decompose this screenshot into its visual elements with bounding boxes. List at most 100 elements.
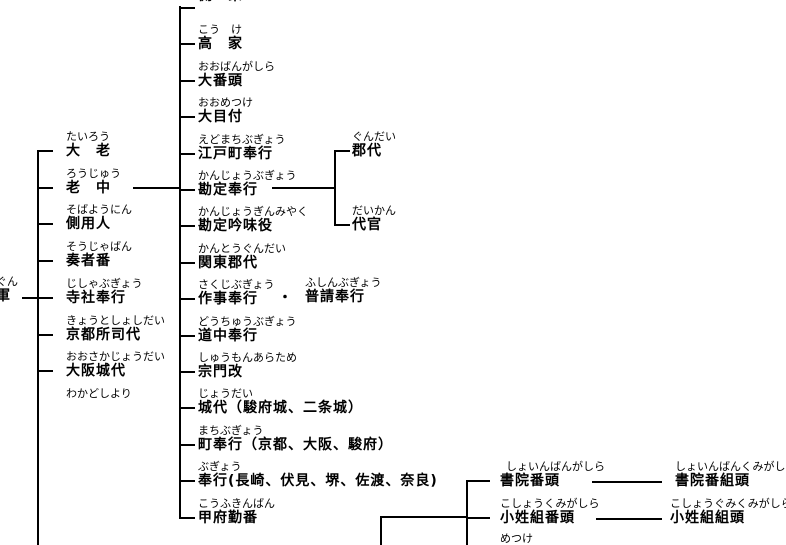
node-ruby: まちぶぎょう <box>198 423 264 437</box>
left_column-node: きょうとしょしだい京都所司代 <box>66 313 165 343</box>
node-label: 城代（駿府城、二条城） <box>198 400 363 417</box>
left_column-node: おおさかじょうだい大阪城代 <box>66 350 165 380</box>
node-ruby: かんじょうぶぎょう <box>198 169 297 182</box>
node-label: 町奉行（京都、大阪、駿府） <box>198 436 393 453</box>
roju_column-node: おおめつけ大目付 <box>198 97 253 126</box>
connector-line <box>37 370 53 373</box>
roju_column-node: かんじょうぶぎょう勘定奉行 <box>198 169 297 199</box>
node-label: 勘定吟味役 <box>198 218 273 235</box>
roju_column-node: 側 衆 <box>198 0 243 4</box>
roju_column-node: ぶぎょう奉行(長崎、伏見、堺、佐渡、奈良) <box>198 461 438 490</box>
separator-dot: ・ <box>278 290 293 306</box>
connector-line <box>179 43 195 46</box>
connector-line <box>466 480 490 482</box>
connector-line <box>37 223 53 226</box>
connector-line <box>179 261 195 264</box>
node-label: 側用人 <box>66 216 111 233</box>
node-ruby: そばようにん <box>66 203 132 217</box>
node-label: 勘定奉行 <box>198 182 258 198</box>
connector-line <box>179 7 195 9</box>
roju_column-node: おおばんがしら大番頭 <box>198 60 275 89</box>
roju_column-node: じょうだい城代（駿府城、二条城） <box>198 388 363 417</box>
node-ruby: ぐんだい <box>352 130 396 143</box>
node-label: 甲府勤番 <box>198 509 258 526</box>
node-ruby: たいろう <box>66 130 110 143</box>
node-ruby: かんとうぐんだい <box>198 241 286 255</box>
node-label: 側 衆 <box>198 0 243 4</box>
node-label: 小姓組番頭 <box>500 510 575 526</box>
node-label: 高 家 <box>198 36 243 53</box>
node-label: 大阪城代 <box>66 363 126 380</box>
node-gundai: ぐんだい 郡代 <box>352 130 396 160</box>
connector-line <box>592 481 662 483</box>
connector-line <box>596 518 662 520</box>
node-label: 書院番頭 <box>500 473 560 489</box>
connector-line <box>37 150 53 152</box>
node-ruby: ふしんぶぎょう <box>305 276 382 289</box>
roju_column-node: しゅうもんあらため宗門改 <box>198 352 297 381</box>
node-ruby: ぐん <box>0 275 18 288</box>
node-label: 宗門改 <box>198 364 243 380</box>
node-ruby: しょいんばんくみがしら <box>675 460 786 473</box>
connector-line <box>179 443 195 446</box>
roju_column-node: さくじぶぎょう作事奉行 <box>198 278 275 308</box>
node-ruby: こしょうぐみくみがしら <box>670 497 786 510</box>
connector-line <box>179 516 195 519</box>
node-label: 大 老 <box>66 143 111 159</box>
node-label: 郡代 <box>352 143 382 159</box>
node-label: 関東郡代 <box>198 254 258 271</box>
connector-line <box>37 186 53 189</box>
roju_column-node: こうふきんばん甲府勤番 <box>198 496 275 526</box>
connector-line <box>179 407 195 410</box>
node-ruby: めつけ <box>500 532 533 545</box>
node-kosho-gumi-bangashira: こしょうくみがしら 小姓組番頭 <box>500 497 600 527</box>
connector-line <box>179 225 195 228</box>
node-label: 寺社奉行 <box>66 289 126 306</box>
roju_column-node: かんじょうぎんみやく勘定吟味役 <box>198 205 308 235</box>
node-label: 普請奉行 <box>305 289 365 305</box>
node-ruby: どうちゅうぶぎょう <box>198 314 297 328</box>
connector-line <box>272 187 336 189</box>
node-label: 道中奉行 <box>198 327 258 344</box>
connector-line <box>37 150 39 545</box>
node-ruby: だいかん <box>352 204 396 217</box>
roju_column-node: まちぶぎょう町奉行（京都、大阪、駿府） <box>198 423 393 453</box>
node-ruby: かんじょうぎんみやく <box>198 205 308 219</box>
connector-line <box>179 298 195 301</box>
left_column-node: ろうじゅう老 中 <box>66 166 121 196</box>
connector-line <box>380 516 382 545</box>
node-label: 奉行(長崎、伏見、堺、佐渡、奈良) <box>198 473 438 490</box>
node-ruby: きょうとしょしだい <box>66 313 165 327</box>
connector-line <box>334 150 336 226</box>
node-ruby: こう け <box>198 23 242 37</box>
connector-line <box>179 79 195 82</box>
node-ruby: おおさかじょうだい <box>66 350 165 364</box>
connector-line <box>179 189 195 191</box>
node-metsuke: めつけ <box>500 533 533 545</box>
node-kosho-gumi-kumigashira: こしょうぐみくみがしら 小姓組組頭 <box>670 497 786 527</box>
node-fushin-bugyo: ふしんぶぎょう 普請奉行 <box>305 276 382 306</box>
node-ruby: えどまちぶぎょう <box>198 132 286 146</box>
node-label: 奏者番 <box>66 253 111 270</box>
node-shoinban-kumigashira: しょいんばんくみがしら 書院番組頭 <box>675 460 786 490</box>
connector-line <box>334 224 350 226</box>
node-daikan: だいかん 代官 <box>352 204 396 234</box>
node-label: 老 中 <box>66 179 111 196</box>
node-label: 書院番組頭 <box>675 473 750 489</box>
connector-line <box>466 480 468 545</box>
node-ruby: さくじぶぎょう <box>198 278 275 292</box>
connector-line <box>37 333 53 336</box>
node-label: 作事奉行 <box>198 291 258 308</box>
node-shogun: ぐん 軍 <box>0 275 18 305</box>
connector-line <box>466 517 490 519</box>
node-label: 小姓組組頭 <box>670 510 745 526</box>
left_column-node: たいろう大 老 <box>66 130 111 160</box>
left_column-node: そばようにん側用人 <box>66 203 132 233</box>
node-ruby: こしょうくみがしら <box>500 497 600 510</box>
node-ruby: わかどしより <box>66 386 132 400</box>
node-ruby: こうふきんばん <box>198 496 275 510</box>
node-ruby: ろうじゅう <box>66 166 121 180</box>
connector-line <box>179 6 181 517</box>
roju_column-node: どうちゅうぶぎょう道中奉行 <box>198 314 297 344</box>
